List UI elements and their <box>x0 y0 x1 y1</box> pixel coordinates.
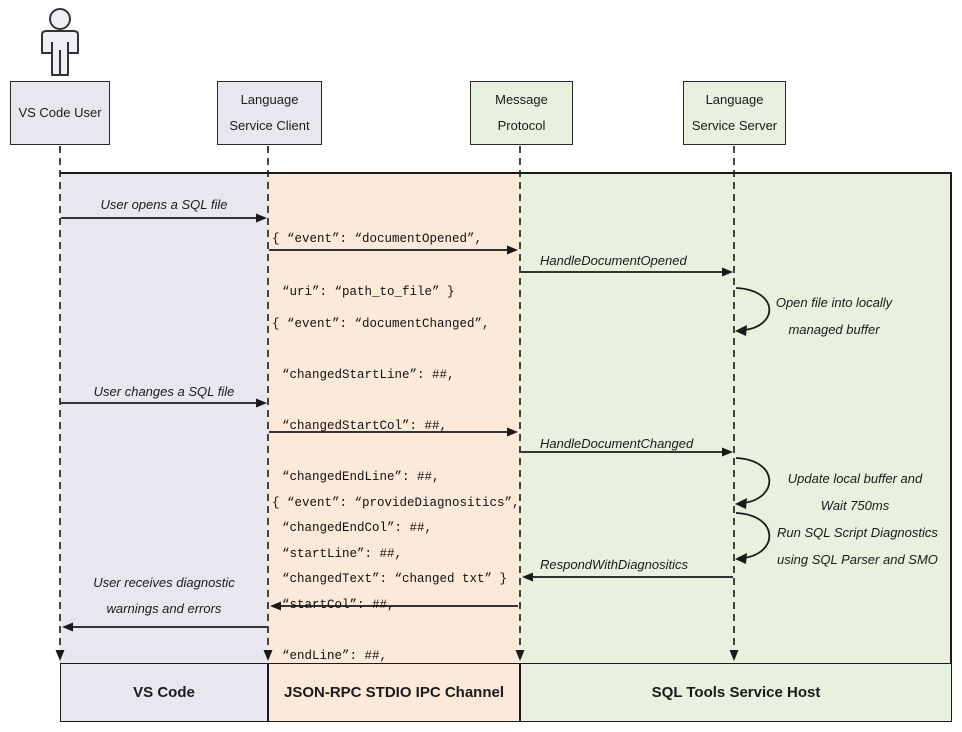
label-open-file-note-1: Open file into locally <box>775 295 893 310</box>
actor-label: Service Server <box>691 118 778 133</box>
lifeline-end-arrow <box>515 650 525 661</box>
footer-box-vscode: VS Code <box>60 663 268 722</box>
json-line: “changedStartLine”: ##, <box>282 368 455 382</box>
actor-label: Language <box>240 92 299 107</box>
arrow-handle-document-changed <box>521 447 733 457</box>
label-user-opens: User opens a SQL file <box>100 197 228 212</box>
self-loop-open-file <box>735 287 771 336</box>
self-loop-update-buffer <box>735 457 771 509</box>
actor-label: Language <box>705 92 764 107</box>
label-user-receives-1: User receives diagnostic <box>93 575 235 590</box>
lifeline-end-arrow <box>55 650 65 661</box>
arrow-respond-with-diagnostics <box>522 572 733 582</box>
actor-label: Service Client <box>229 118 310 133</box>
lane-ipc-channel <box>268 174 520 665</box>
label-run-diag-note-1: Run SQL Script Diagnostics <box>777 525 938 540</box>
label-user-receives-2: warnings and errors <box>106 601 222 616</box>
footer-box-ipc-channel: JSON-RPC STDIO IPC Channel <box>268 663 520 722</box>
label-open-file-note-2: managed buffer <box>788 322 880 337</box>
json-line: { “event”: “provideDiagnositics”, <box>272 496 520 510</box>
json-line: “endLine”: ##, <box>282 649 388 663</box>
label-handle-document-opened: HandleDocumentOpened <box>540 253 687 268</box>
arrow-user-receives <box>62 622 267 632</box>
arrow-handle-document-opened <box>521 267 733 277</box>
arrow-user-opens <box>61 213 267 223</box>
footer-box-service-host: SQL Tools Service Host <box>520 663 952 722</box>
label-run-diag-note-2: using SQL Parser and SMO <box>777 552 938 567</box>
arrow-provide-diagnostics <box>270 601 518 611</box>
footer-label: JSON-RPC STDIO IPC Channel <box>283 684 505 701</box>
swimlanes <box>60 172 952 665</box>
label-respond-with-diagnostics: RespondWithDiagnositics <box>540 557 689 572</box>
label-handle-document-changed: HandleDocumentChanged <box>540 436 694 451</box>
json-line: “changedText”: “changed txt” } <box>282 572 508 586</box>
actor-box-language-service-server: Language Service Server <box>683 81 786 145</box>
label-update-buffer-note-1: Update local buffer and <box>787 471 923 486</box>
json-line: “changedEndCol”: ##, <box>282 521 433 535</box>
self-loop-run-diagnostics <box>735 512 771 564</box>
json-line: { “event”: “documentOpened”, <box>272 232 483 246</box>
json-payload-document-opened: { “event”: “documentOpened”, “uri”: “pat… <box>272 199 482 333</box>
lane-service-host <box>520 174 952 665</box>
arrow-user-changes <box>61 398 267 408</box>
label-update-buffer-note-2: Wait 750ms <box>820 498 890 513</box>
arrow-document-changed <box>269 427 518 437</box>
json-line: “uri”: “path_to_file” } <box>282 285 455 299</box>
actor-box-message-protocol: Message Protocol <box>470 81 573 145</box>
arrow-document-opened <box>269 245 518 255</box>
json-line: “startCol”: ##, <box>282 598 395 612</box>
actor-box-language-service-client: Language Service Client <box>217 81 322 145</box>
person-icon <box>41 8 79 76</box>
footer-label: SQL Tools Service Host <box>651 684 821 701</box>
json-line: “changedEndLine”: ##, <box>282 470 440 484</box>
label-user-changes: User changes a SQL file <box>93 384 235 399</box>
actor-box-vscode-user: VS Code User <box>10 81 110 145</box>
json-line: “startLine”: ##, <box>282 547 403 561</box>
lifeline-end-arrow <box>263 650 273 661</box>
json-line: { “event”: “documentChanged”, <box>272 317 490 331</box>
lifeline-end-arrow <box>729 650 739 661</box>
lane-vscode <box>60 174 268 665</box>
actor-label: Message <box>495 92 548 107</box>
actor-label: VS Code User <box>18 105 102 120</box>
json-line: “changedStartCol”: ##, <box>282 419 448 433</box>
json-payload-document-changed: { “event”: “documentChanged”, “changedSt… <box>272 285 507 619</box>
footer-label: VS Code <box>133 684 195 701</box>
actor-label: Protocol <box>497 118 546 133</box>
